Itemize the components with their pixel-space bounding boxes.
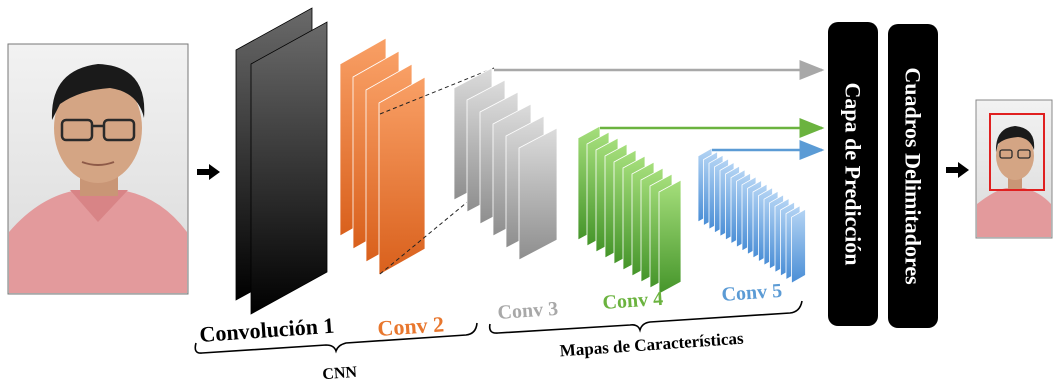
conv3-layer-stack: [453, 67, 558, 261]
conv4-label: Conv 4: [602, 288, 664, 314]
conv4-layer: [658, 179, 682, 295]
output-photo: [975, 99, 1053, 239]
conv3-layer: [518, 127, 558, 261]
prediction-layer-block: Capa de Predicción: [828, 22, 878, 326]
conv3-label: Conv 3: [497, 298, 559, 324]
conv1-label: Convolución 1: [199, 313, 336, 347]
feature-maps-brace: [488, 300, 803, 334]
arrow-input-icon: [197, 164, 220, 180]
bounding-boxes-label: Cuadros Delimitadores: [901, 67, 926, 285]
feature-maps-label: Mapas de Características: [559, 329, 744, 361]
bounding-boxes-block: Cuadros Delimitadores: [888, 24, 938, 328]
cnn-label: CNN: [322, 364, 358, 383]
prediction-layer-label: Capa de Predicción: [841, 83, 866, 266]
input-photo: [7, 43, 189, 295]
conv5-layer-stack: [697, 147, 806, 284]
conv5-label: Conv 5: [721, 280, 783, 306]
conv2-label: Conv 2: [377, 311, 445, 341]
detected-face-box: [989, 113, 1045, 191]
projection-dashed-lines: [379, 67, 495, 275]
conv2-layer-stack: [339, 37, 426, 276]
conv1-layer-stack: [235, 7, 328, 315]
conv4-layer-stack: [577, 125, 682, 295]
arrow-output-icon: [946, 162, 969, 178]
conv5-layer: [791, 208, 806, 284]
cnn-brace: [194, 322, 478, 354]
conv1-layer: [250, 21, 328, 315]
conv2-layer: [378, 76, 426, 276]
